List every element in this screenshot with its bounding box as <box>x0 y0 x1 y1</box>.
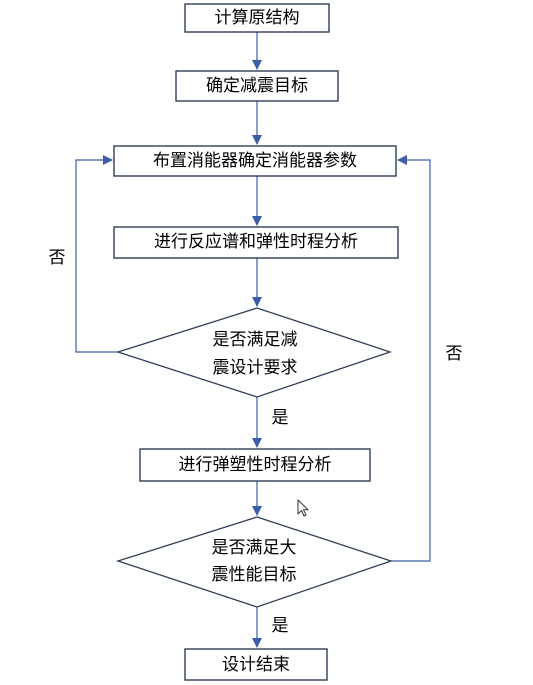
node-calc-original-label: 计算原结构 <box>215 8 300 28</box>
mouse-pointer-icon <box>297 499 309 517</box>
edge-label-no-1: 否 <box>49 248 66 268</box>
node-arrange-dampers-label: 布置消能器确定消能器参数 <box>153 151 357 171</box>
node-calc-original: 计算原结构 <box>184 3 330 33</box>
node-end: 设计结束 <box>184 648 328 681</box>
edge-check2-no-loop <box>391 155 431 562</box>
decision-check-major-line1: 是否满足大 <box>212 538 297 558</box>
edge-label-yes-2: 是 <box>272 616 289 636</box>
decision-check-design: 是否满足减 震设计要求 <box>115 307 393 398</box>
edge-label-yes-1: 是 <box>272 408 289 428</box>
node-plastic-analysis: 进行弹塑性时程分析 <box>139 448 371 482</box>
decision-check-design-line1: 是否满足减 <box>213 330 298 350</box>
edge-label-no-2: 否 <box>446 344 463 364</box>
node-set-target-label: 确定减震目标 <box>206 76 308 96</box>
node-set-target: 确定减震目标 <box>175 70 339 102</box>
edges <box>75 32 431 648</box>
decision-check-major-line2: 震性能目标 <box>212 565 297 585</box>
node-end-label: 设计结束 <box>222 655 290 675</box>
node-arrange-dampers: 布置消能器确定消能器参数 <box>113 145 397 177</box>
node-spectrum-analysis-label: 进行反应谱和弹性时程分析 <box>154 232 358 252</box>
decision-check-major: 是否满足大 震性能目标 <box>115 516 394 608</box>
decision-check-design-line2: 震设计要求 <box>213 358 298 378</box>
node-spectrum-analysis: 进行反应谱和弹性时程分析 <box>113 226 399 259</box>
node-plastic-analysis-label: 进行弹塑性时程分析 <box>179 455 332 475</box>
edge-check1-no-loop <box>75 155 118 353</box>
